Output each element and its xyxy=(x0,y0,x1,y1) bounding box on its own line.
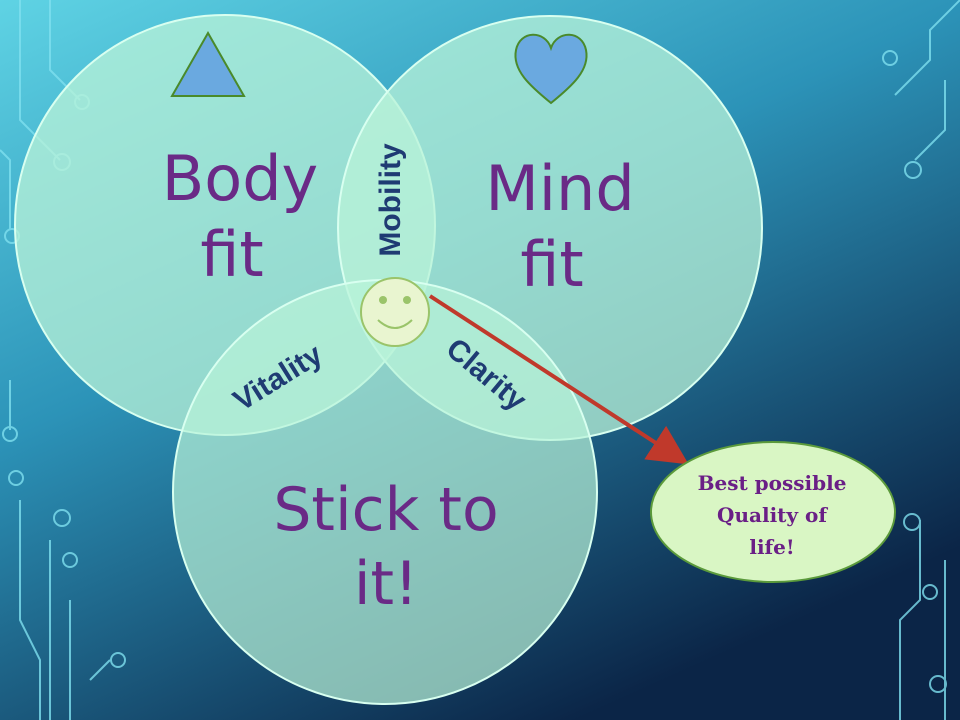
stick-line2: it! xyxy=(354,549,418,619)
mind-fit-line1: Mind xyxy=(485,152,634,225)
body-fit-line1: Body xyxy=(162,142,319,215)
mind-fit-line2: fit xyxy=(520,228,583,301)
callout-line3: life! xyxy=(749,535,794,559)
heart-icon xyxy=(514,33,588,105)
overlap-mobility: Mobility xyxy=(374,143,407,257)
callout-line2: Quality of xyxy=(717,503,828,527)
triangle-icon xyxy=(170,30,246,97)
body-fit-line2: fit xyxy=(200,218,263,291)
stick-line1: Stick to xyxy=(273,475,498,545)
smiley-icon xyxy=(360,277,430,347)
circuit-decoration-right xyxy=(882,0,960,720)
callout-arrow xyxy=(428,294,689,465)
callout-line1: Best possible xyxy=(698,471,847,495)
callout-bubble xyxy=(650,441,896,583)
